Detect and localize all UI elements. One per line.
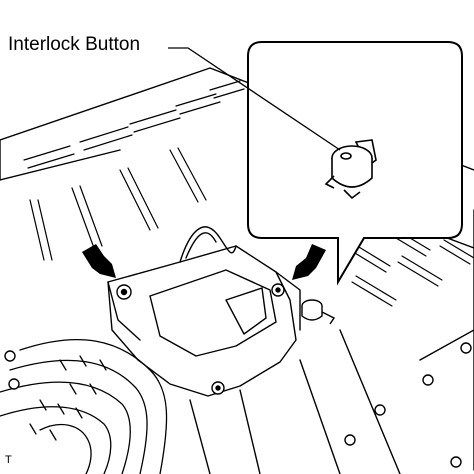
bolt-icon — [8, 378, 20, 390]
rib — [439, 239, 474, 265]
rib — [23, 145, 75, 169]
interlock-button-label: Interlock Button — [8, 34, 141, 55]
bolt-icon — [450, 456, 462, 468]
rib — [351, 275, 397, 307]
rib — [71, 185, 103, 249]
service-plug-top-plate — [149, 269, 277, 357]
rib — [349, 243, 391, 273]
bolt-icon — [374, 404, 386, 416]
lower-side-plate — [189, 329, 401, 474]
service-plug-cover — [107, 245, 297, 397]
rib — [29, 199, 53, 261]
callout-leader-line — [168, 47, 341, 151]
rib — [119, 167, 159, 231]
rib — [129, 109, 181, 133]
wire-harness — [0, 339, 168, 474]
bolt-icon — [271, 283, 285, 297]
rib — [209, 80, 245, 99]
bolt-icon — [344, 434, 356, 446]
interlock-button-icon — [324, 139, 377, 200]
bolts — [4, 283, 472, 468]
bolt-icon — [211, 381, 225, 395]
service-plug-inner-step — [225, 287, 267, 335]
bolt-icon — [116, 284, 132, 300]
interlock-button-icon — [301, 299, 336, 325]
bolt-icon — [4, 350, 16, 362]
figure-code: T — [5, 454, 12, 466]
rib — [175, 93, 221, 115]
lead-wire-loop — [179, 226, 237, 263]
bolt-icon — [460, 342, 472, 354]
rib — [169, 147, 207, 203]
lead-wire-loop-inner — [185, 232, 217, 259]
rib — [397, 255, 443, 287]
bold-down-arrow-icon — [292, 244, 326, 280]
bold-down-arrow-icon — [82, 244, 116, 278]
rib — [79, 126, 133, 151]
battery-cover-outline — [0, 67, 474, 471]
bolt-icon — [422, 374, 434, 386]
service-plug-bracket — [107, 271, 301, 341]
